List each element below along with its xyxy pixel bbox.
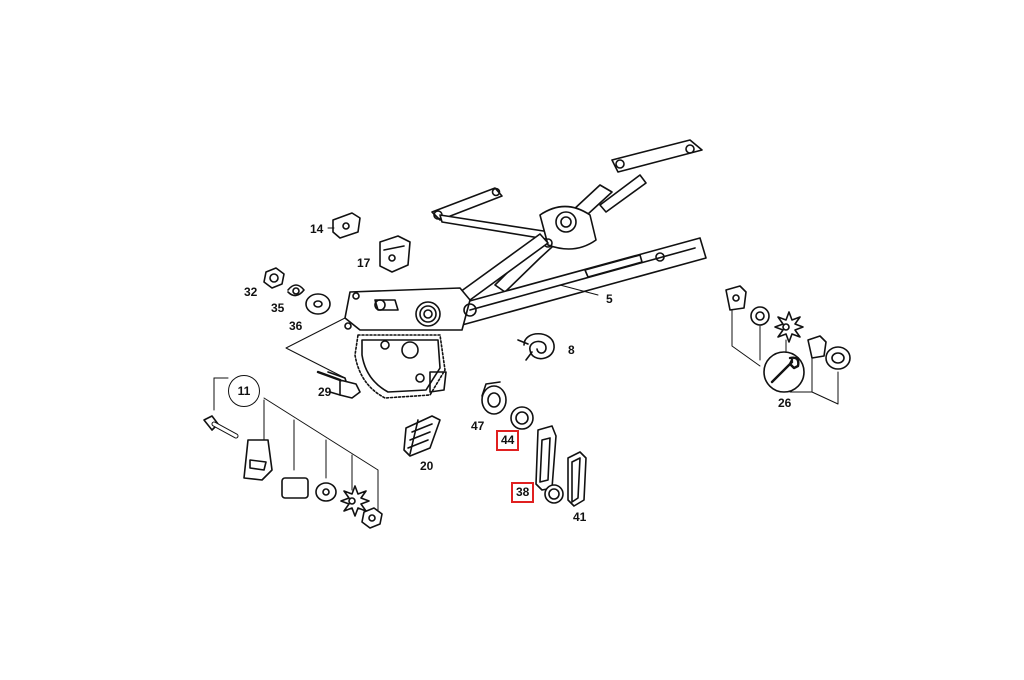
part-38-lever [535,425,564,504]
label-part-44-highlighted: 44 [496,430,520,451]
label-part-14: 14 [310,222,324,236]
part-8-spiral-spring [517,332,555,361]
part-14-clip [327,212,361,239]
label-part-38-highlighted: 38 [511,482,535,503]
label-part-29: 29 [318,385,332,399]
part-26-kit [725,285,851,405]
part-44-ring [510,406,534,430]
label-part-17: 17 [357,256,371,270]
part-11-kit [203,377,383,529]
label-part-36: 36 [289,319,303,333]
part-36-washer [305,293,331,315]
label-part-32: 32 [244,285,258,299]
label-part-26: 26 [778,396,792,410]
part-35-spring-washer [287,284,305,297]
part-41-cover [567,451,587,507]
label-part-5: 5 [606,292,613,306]
label-part-41: 41 [573,510,587,524]
label-part-8: 8 [568,343,575,357]
part-47-bushing [481,381,507,415]
part-20-guide [403,415,441,457]
label-part-20: 20 [420,459,434,473]
label-part-11: 11 [228,375,260,407]
part-32-nut [263,267,285,289]
part-29-bolt [285,317,361,399]
part-17-slider [379,235,411,273]
label-part-47: 47 [471,419,485,433]
regulator-assembly [344,139,707,399]
label-part-35: 35 [271,301,285,315]
